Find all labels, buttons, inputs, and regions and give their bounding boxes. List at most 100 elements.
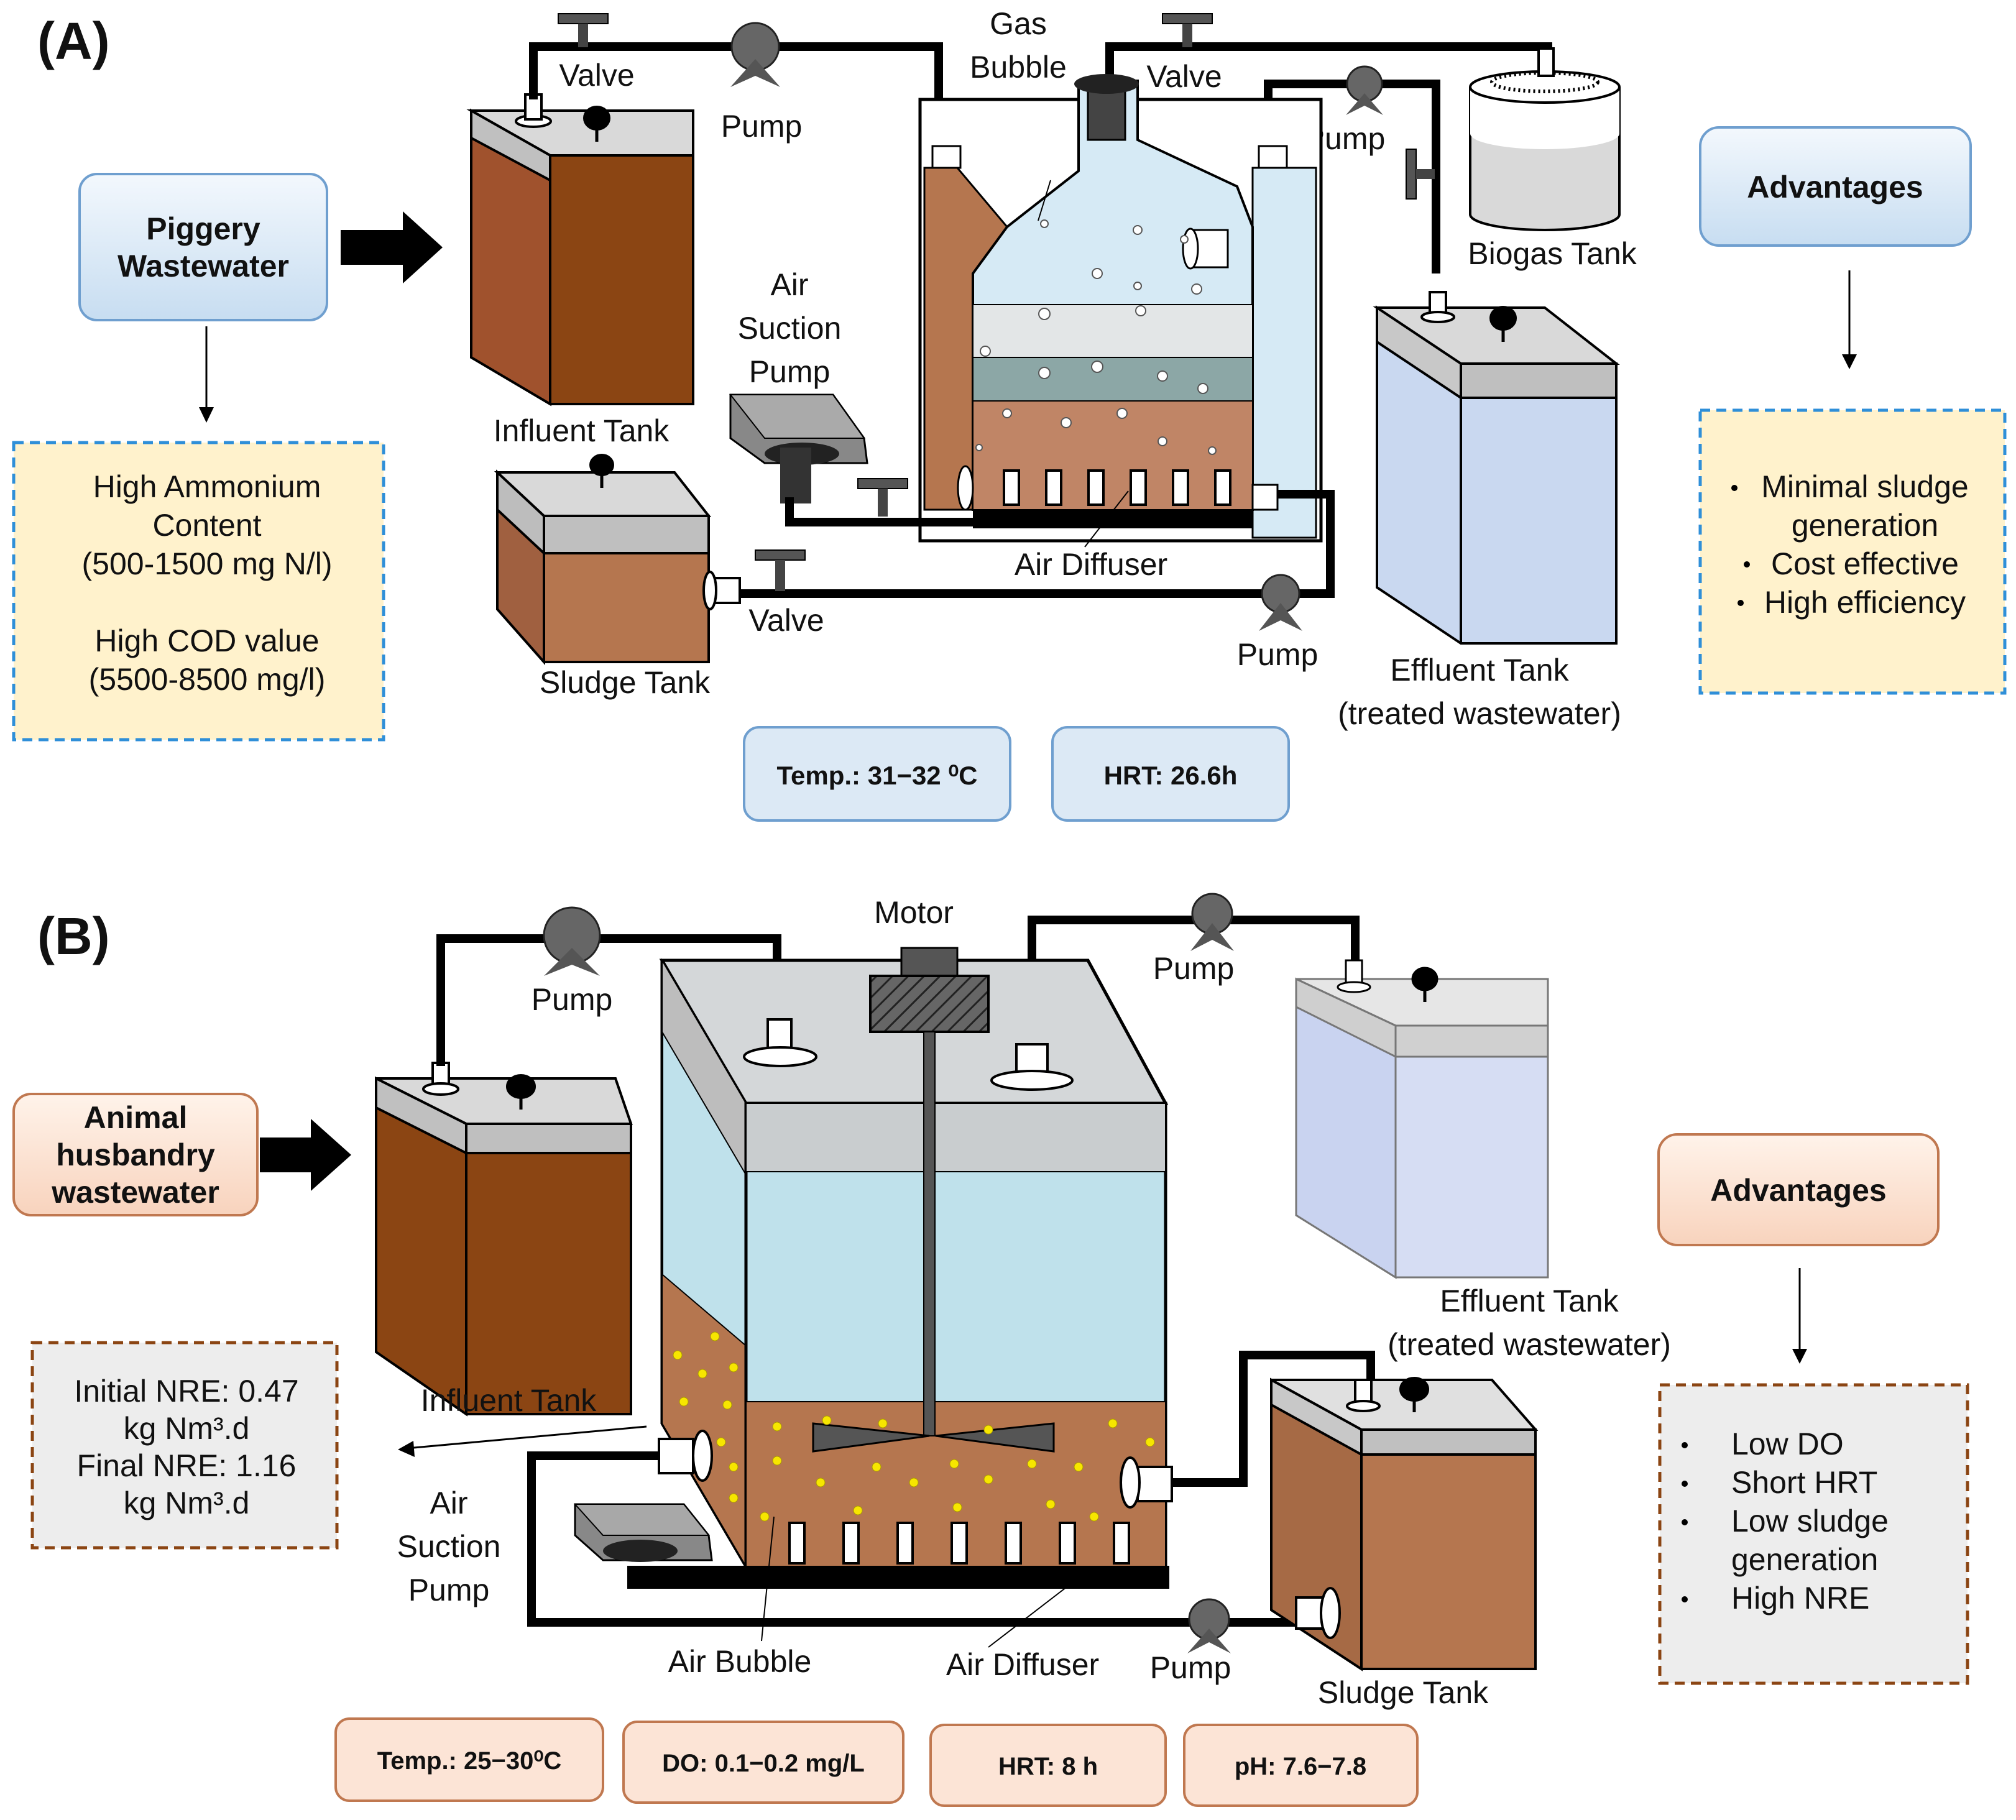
influent-tank-b (375, 1062, 633, 1417)
air-diffuser-a-label: Air Diffuser (1015, 547, 1167, 582)
influent-tank-b-label: Influent Tank (421, 1383, 597, 1418)
hrt-param-a: HRT: 26.6h (1051, 726, 1290, 822)
advantages-b-header: Advantages (1657, 1133, 1940, 1246)
temp-param-b: Temp.: 25−30⁰C (334, 1717, 604, 1802)
panel-a-tag: (A) (37, 12, 110, 70)
flow-arrow-a (341, 211, 443, 283)
pump-a-top (730, 22, 780, 87)
wastewater-characteristics-box: High Ammonium Content (500-1500 mg N/l) … (12, 441, 385, 742)
gas-label-line-1: Gas (990, 6, 1047, 41)
valve-a-top-left-label: Valve (559, 58, 634, 93)
effluent-tank-a (1373, 291, 1620, 645)
nre-line-1: Initial NRE: 0.47 (74, 1374, 298, 1409)
char-line-2: Content (152, 508, 261, 543)
animal-line-2: husbandry (56, 1138, 215, 1172)
temp-param-a: Temp.: 31−32 ⁰C (743, 726, 1011, 822)
svg-text:Temp.: 25−30⁰C: Temp.: 25−30⁰C (377, 1747, 562, 1775)
valve-a-top-left (558, 13, 609, 47)
air-suction-a-line-2: Suction (738, 311, 842, 346)
air-diffuser-b-label: Air Diffuser (946, 1647, 1099, 1682)
animal-line-1: Animal (84, 1100, 188, 1135)
effluent-tank-a-line-1: Effluent Tank (1390, 653, 1569, 687)
adv-a-item-2: Cost effective (1771, 546, 1959, 581)
effluent-tank-b (1295, 959, 1549, 1279)
panel-b-tag: (B) (37, 907, 110, 965)
svg-text:pH: 7.6−7.8: pH: 7.6−7.8 (1235, 1753, 1366, 1780)
air-bubble-label: Air Bubble (668, 1644, 812, 1679)
pipes-a-bottom (740, 490, 1335, 598)
valve-a-suction (857, 478, 908, 517)
advantages-a-list: Minimal sludge generation Cost effective… (1698, 408, 2007, 695)
char-line-5: High COD value (94, 623, 319, 658)
gas-label-line-2: Bubble (970, 50, 1067, 85)
svg-text:HRT: 26.6h: HRT: 26.6h (1104, 761, 1238, 790)
nre-line-2: kg Nm³.d (124, 1411, 250, 1446)
pipes-b-bottom (527, 1351, 1375, 1627)
svg-text:Advantages: Advantages (1710, 1173, 1886, 1208)
advantages-b-list: Low DO Short HRT Low sludge generation H… (1658, 1383, 1969, 1685)
sludge-tank-b (1270, 1377, 1539, 1671)
char-line-3: (500-1500 mg N/l) (82, 546, 333, 581)
air-suction-b-line-2: Suction (397, 1529, 501, 1564)
air-suction-pump-b (573, 1503, 713, 1562)
pump-a-top-label: Pump (721, 109, 803, 144)
pump-b-bottom-label: Pump (1150, 1650, 1231, 1685)
effluent-tank-b-line-1: Effluent Tank (1440, 1284, 1619, 1318)
adv-a-item-3: High efficiency (1764, 585, 1966, 620)
adv-a-item-1b: generation (1792, 508, 1938, 543)
pump-a-right (1346, 65, 1383, 115)
nre-line-3: Final NRE: 1.16 (77, 1448, 297, 1483)
biogas-tank (1469, 47, 1621, 231)
sludge-tank-b-label: Sludge Tank (1318, 1675, 1489, 1710)
air-suction-a-line-3: Pump (749, 354, 831, 389)
effluent-tank-a-line-2: (treated wastewater) (1338, 696, 1621, 731)
motor-label: Motor (874, 895, 954, 930)
air-suction-pump-a (729, 393, 868, 503)
pump-b-right-label: Pump (1153, 951, 1235, 986)
arrow-to-nre (407, 1425, 647, 1450)
influent-tank-a-label: Influent Tank (494, 413, 670, 448)
pump-b-right (1190, 893, 1234, 951)
hrt-param-b: HRT: 8 h (929, 1724, 1167, 1807)
svg-text:Temp.: 31−32 ⁰C: Temp.: 31−32 ⁰C (776, 761, 977, 790)
adv-b-item-1: Low DO (1731, 1427, 1844, 1461)
piggery-wastewater-box: Piggery Wastewater (78, 173, 328, 321)
influent-tank-a (466, 93, 694, 407)
sludge-tank-a-label: Sludge Tank (540, 665, 711, 700)
svg-text:Advantages: Advantages (1747, 170, 1923, 205)
reactor-a (918, 74, 1323, 543)
pump-b-left-label: Pump (532, 982, 613, 1017)
char-line-1: High Ammonium (93, 469, 321, 504)
adv-a-item-1: Minimal sludge (1761, 469, 1968, 504)
nre-line-4: kg Nm³.d (124, 1486, 250, 1520)
air-suction-a-line-1: Air (770, 267, 808, 302)
animal-line-3: wastewater (51, 1175, 219, 1210)
svg-text:HRT: 8 h: HRT: 8 h (998, 1753, 1098, 1780)
valve-a-bottom (755, 549, 806, 591)
pump-b-left (543, 906, 601, 976)
char-line-6: (5500-8500 mg/l) (89, 662, 326, 697)
air-suction-b-line-1: Air (430, 1486, 467, 1520)
nre-box: Initial NRE: 0.47 kg Nm³.d Final NRE: 1.… (30, 1341, 339, 1550)
adv-b-item-2: Short HRT (1731, 1465, 1877, 1500)
flow-arrow-b (260, 1119, 351, 1191)
do-param-b: DO: 0.1−0.2 mg/L (622, 1721, 904, 1804)
ph-param-b: pH: 7.6−7.8 (1183, 1724, 1419, 1807)
air-suction-b-line-3: Pump (408, 1573, 490, 1607)
pump-a-bottom-label: Pump (1237, 637, 1319, 672)
piggery-line-1: Piggery (146, 211, 260, 246)
pump-b-bottom (1187, 1598, 1231, 1653)
adv-b-item-4: High NRE (1731, 1581, 1869, 1615)
svg-text:DO: 0.1−0.2 mg/L: DO: 0.1−0.2 mg/L (662, 1750, 865, 1777)
animal-husbandry-box: Animal husbandry wastewater (12, 1093, 259, 1216)
effluent-tank-b-line-2: (treated wastewater) (1388, 1327, 1671, 1362)
valve-a-top-right-label: Valve (1146, 59, 1222, 94)
piggery-line-2: Wastewater (117, 249, 289, 283)
adv-b-item-3b: generation (1731, 1542, 1878, 1577)
valve-a-top-right (1162, 13, 1213, 47)
adv-b-item-3: Low sludge (1731, 1504, 1889, 1538)
sludge-tank-a (494, 454, 741, 666)
advantages-a-header: Advantages (1699, 126, 1972, 247)
reactor-b (627, 947, 1173, 1589)
